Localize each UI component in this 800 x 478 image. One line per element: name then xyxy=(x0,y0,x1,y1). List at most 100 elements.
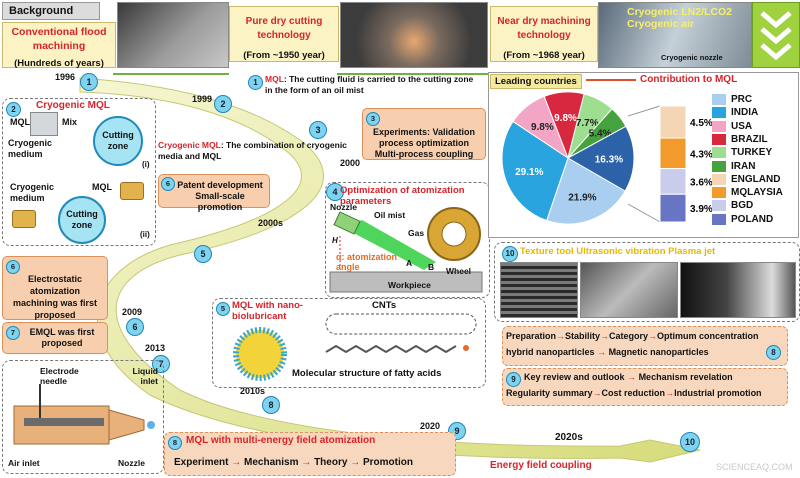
patent-box: 6 Patent development Small-scale promoti… xyxy=(158,174,270,212)
pie-connector-bottom xyxy=(627,203,661,223)
year-2000s: 2000s xyxy=(258,218,284,228)
prep-num: 8 xyxy=(766,345,781,360)
pie-label-2: 9.8% xyxy=(531,122,554,133)
texture-photo-3 xyxy=(680,262,796,318)
legend-swatch xyxy=(712,213,726,225)
emql-nozzle-figure xyxy=(13,384,155,445)
prep-row2: hybrid nanoparticles → Magnetic nanopart… xyxy=(506,347,709,357)
fig-ii-medium: Cryogenic medium xyxy=(10,182,55,203)
legend-swatch xyxy=(712,200,726,212)
chart-title: Contribution to MQL xyxy=(640,74,738,85)
nano-title: MQL with nano-biolubricant xyxy=(232,300,304,322)
atomization-title: Optimization of atomization parameters xyxy=(340,185,465,207)
atomization-panel xyxy=(325,182,490,298)
legend-item-india: INDIA xyxy=(712,107,758,118)
prep-row1: Preparation→Stability→Category→Optimum c… xyxy=(506,331,759,341)
pie-label-3: 9.8% xyxy=(554,113,577,124)
review-panel xyxy=(502,368,788,406)
multi-num: 8 xyxy=(168,436,182,450)
legend-item-iran: IRAN xyxy=(712,160,756,172)
cutting-zone-ii: Cutting zone xyxy=(58,196,106,244)
legend-label: ENGLAND xyxy=(731,173,781,185)
a-label: A xyxy=(406,258,413,268)
nano-panel xyxy=(212,298,486,388)
pie-label-0: 21.9% xyxy=(568,192,596,203)
atomization-figure xyxy=(329,207,483,293)
step-5-marker: 5 xyxy=(194,245,212,263)
oil-mist-label: Oil mist xyxy=(374,210,406,220)
legend-item-poland: POLAND xyxy=(712,213,774,225)
nozzle-icon xyxy=(30,112,58,136)
pie-slice-prc xyxy=(546,157,626,225)
legend-swatch xyxy=(712,187,726,199)
year-1996: 1996 xyxy=(55,72,76,82)
step-8-marker: 8 xyxy=(262,396,280,414)
machining-photo-2 xyxy=(340,2,488,68)
legend-label: INDIA xyxy=(731,107,759,119)
experiments-text: Experiments: Validation process optimiza… xyxy=(372,127,476,159)
patent-text: Patent development Small-scale promotion xyxy=(177,180,263,212)
texture-title: Texture tool Ultrasonic vibration Plasma… xyxy=(520,246,716,257)
cryo-num: 2 xyxy=(6,102,21,117)
legend-label: POLAND xyxy=(731,213,774,225)
pie-label-4: 7.7% xyxy=(576,118,599,129)
year-2020: 2020 xyxy=(420,421,441,431)
legend-item-mqlaysia: MQLAYSIA xyxy=(712,187,783,198)
cutting-zone-i: Cutting zone xyxy=(93,116,143,166)
wheel-label: Wheel xyxy=(446,266,472,276)
mql-definition: MQL: The cutting fluid is carried to the… xyxy=(265,74,474,95)
pie-connector-top xyxy=(627,105,661,117)
fatty-acids-label: Molecular structure of fatty acids xyxy=(292,368,442,379)
emql-text: EMQL was first proposed xyxy=(29,327,95,348)
legend-swatch xyxy=(712,133,726,145)
fig-ii-mql: MQL xyxy=(92,182,112,192)
liquid-inlet-label: Liquid inlet xyxy=(132,366,159,386)
legend-label: IRAN xyxy=(731,160,756,172)
chevrons xyxy=(752,2,800,68)
bar-label-poland: 3.9% xyxy=(690,204,713,215)
step-1-marker: 1 xyxy=(80,73,98,91)
bar-label-mqlaysia: 4.3% xyxy=(690,149,713,160)
year-2010s: 2010s xyxy=(240,386,266,396)
legend-item-bgd: BGD xyxy=(712,200,753,212)
legend-label: TURKEY xyxy=(731,147,773,159)
cryogenic-mql-panel xyxy=(2,98,156,246)
year-2009: 2009 xyxy=(122,307,143,317)
background-label: Background xyxy=(2,2,100,20)
legend-swatch xyxy=(712,160,726,172)
legend-swatch xyxy=(712,94,726,105)
legend-label: USA xyxy=(731,120,753,132)
review-row2: Regularity summary→Cost reduction→Indust… xyxy=(506,388,762,398)
chart-title-arrow xyxy=(586,79,636,81)
nozzle-label: Nozzle xyxy=(330,202,357,212)
h-label: H xyxy=(332,236,338,245)
nano-num: 5 xyxy=(216,302,230,316)
cryo-definition: Cryogenic MQL: The combination of cryoge… xyxy=(158,140,347,161)
bar-segment-england xyxy=(659,105,687,139)
experiments-box: 3 Experiments: Validation process optimi… xyxy=(362,108,486,160)
multi-energy-panel xyxy=(164,432,456,476)
pie-label-6: 16.3% xyxy=(595,154,623,165)
legend-label: BRAZIL xyxy=(731,134,768,146)
legend-item-prc: PRC xyxy=(712,94,752,105)
workpiece-label: Workpiece xyxy=(388,280,431,290)
multi-flow: Experiment → Mechanism → Theory → Promot… xyxy=(174,457,413,468)
electrostatic-box: 6 Electrostatic atomization machining wa… xyxy=(2,256,108,320)
multi-title: MQL with multi-energy field atomization xyxy=(186,435,376,446)
legend-item-usa: USA xyxy=(712,120,753,132)
pie-slice-others xyxy=(566,125,635,192)
texture-photo-2 xyxy=(580,262,678,318)
stage-cryogenic: Cryogenic LN2/LCO2 Cryogenic air xyxy=(627,6,733,30)
watermark: SCIENCEAQ.COM xyxy=(716,462,793,472)
nanoparticle-icon xyxy=(233,327,287,381)
bar-segment-poland xyxy=(659,193,687,223)
electrostatic-text: Electrostatic atomization machining was … xyxy=(12,274,98,320)
fig-i-mix: Mix xyxy=(62,117,78,127)
fig-i-medium: Cryogenic medium xyxy=(8,138,53,159)
review-num: 9 xyxy=(506,372,521,387)
emql-figure-panel xyxy=(2,360,164,474)
bar-label-england: 4.5% xyxy=(690,118,713,129)
air-inlet-label: Air inlet xyxy=(8,458,40,468)
legend-item-brazil: BRAZIL xyxy=(712,133,768,146)
legend-item-turkey: TURKEY xyxy=(712,147,772,158)
